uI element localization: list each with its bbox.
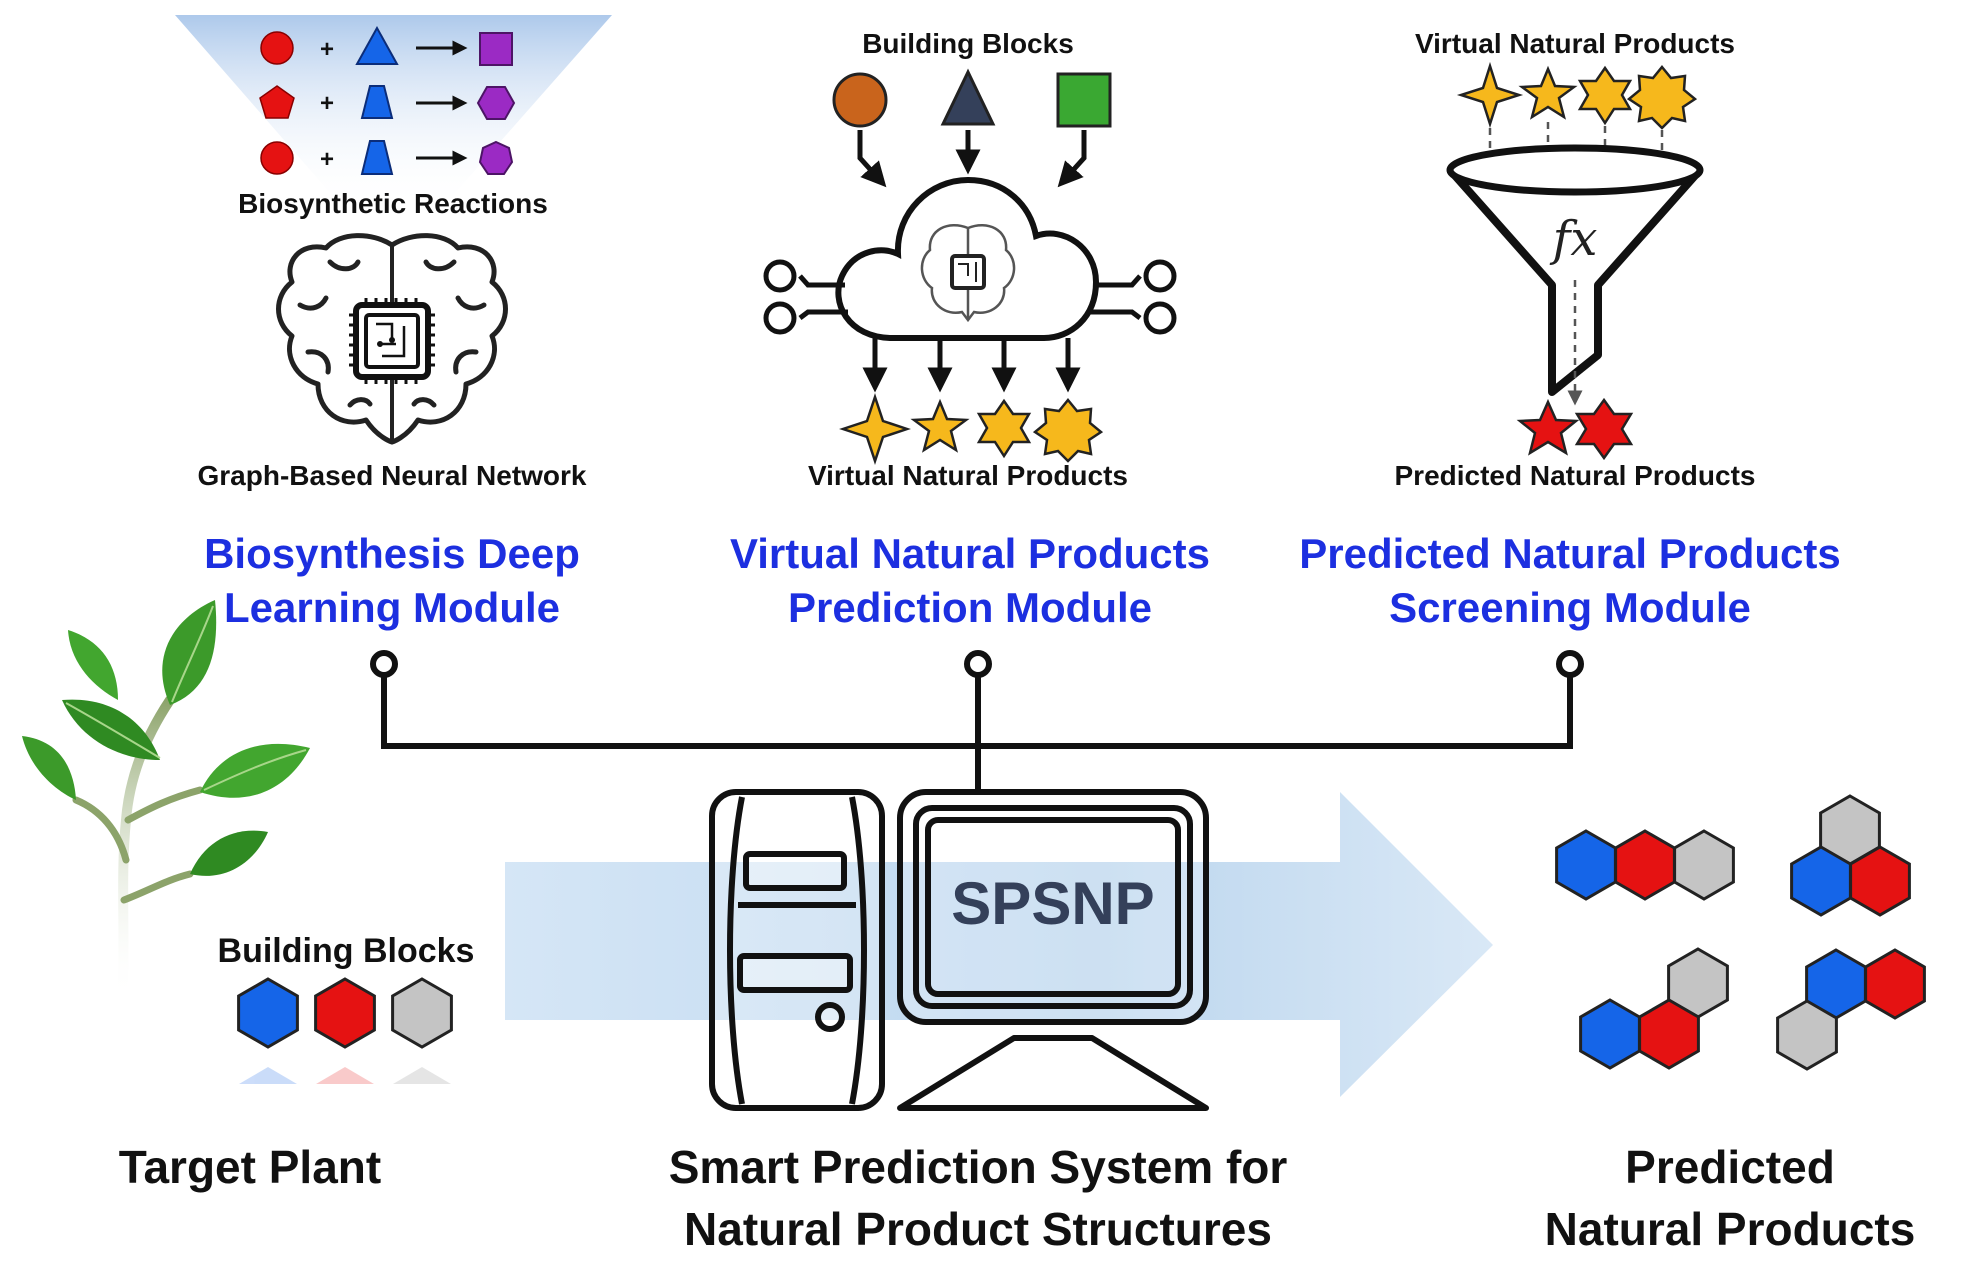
biosynthesis-module-graphic: + + +	[175, 15, 612, 445]
leaf	[22, 736, 76, 800]
predicted-products-label: Predicted Natural Products	[1394, 460, 1756, 491]
system-title-line1: Smart Prediction System for	[668, 1141, 1288, 1193]
leaf	[68, 630, 118, 700]
cpu-chip-icon	[349, 298, 435, 384]
red-pentagon-icon	[259, 85, 295, 119]
red-circle-icon	[260, 31, 294, 65]
red-hexagon-icon	[314, 977, 376, 1049]
leaf	[190, 830, 268, 876]
prediction-module-title-line2: Prediction Module	[787, 584, 1152, 631]
flow-arrow	[505, 792, 1493, 1097]
spsnp-screen-label: SPSNP	[951, 870, 1154, 937]
biosynthesis-module-title-line1: Biosynthesis Deep	[204, 530, 580, 577]
red-circle-icon	[260, 141, 294, 175]
red-six-point-star-icon	[1574, 397, 1634, 461]
virtual-products-output-label: Virtual Natural Products	[807, 460, 1128, 491]
plant-icon	[22, 600, 310, 1005]
blue-triangle-icon	[355, 25, 399, 65]
grey-hexagon-icon	[391, 977, 453, 1049]
predicted-product-cluster-3	[1579, 947, 1729, 1070]
cloud-brain-chip-icon	[920, 223, 1016, 323]
module-connector	[370, 650, 1584, 792]
predicted-products-title-line1: Predicted	[1625, 1141, 1835, 1193]
screening-module-title-line1: Predicted Natural Products	[1299, 530, 1841, 577]
four-point-star-icon	[1456, 61, 1524, 129]
purple-heptagon-icon	[478, 140, 514, 175]
monitor-icon	[897, 789, 1209, 1111]
green-square-block-icon	[1056, 72, 1112, 128]
gold-six-point-star-icon	[1577, 65, 1633, 126]
biosynthesis-module-title-line2: Learning Module	[224, 584, 560, 631]
graph-neural-network-label: Graph-Based Neural Network	[197, 460, 587, 491]
gold-star-icon	[1518, 65, 1578, 120]
predicted-products-title-line2: Natural Products	[1544, 1203, 1916, 1255]
predicted-product-cluster-4	[1776, 948, 1926, 1071]
four-point-star-icon	[839, 393, 911, 465]
gold-star-icon	[910, 398, 970, 453]
svg-text:+: +	[320, 90, 334, 117]
plant-building-blocks-label: Building Blocks	[217, 932, 475, 970]
building-blocks-label: Building Blocks	[862, 28, 1074, 59]
orange-circle-block-icon	[832, 72, 888, 128]
virtual-products-input-label: Virtual Natural Products	[1414, 28, 1735, 59]
biosynthetic-reactions-label: Biosynthetic Reactions	[238, 188, 548, 219]
blue-trapezoid-icon	[360, 140, 394, 175]
predicted-product-cluster-2	[1790, 794, 1911, 917]
function-symbol: fx	[1550, 211, 1598, 267]
leaf	[162, 600, 217, 705]
gold-six-point-star-icon	[976, 398, 1032, 459]
svg-text:+: +	[320, 146, 334, 173]
predicted-product-cluster-1	[1555, 829, 1735, 901]
red-star-icon	[1516, 398, 1580, 456]
leaf	[200, 743, 310, 798]
plant-building-blocks	[237, 977, 453, 1084]
server-tower-icon	[709, 789, 885, 1111]
svg-text:+: +	[320, 36, 334, 63]
purple-hexagon-icon	[476, 86, 516, 120]
gold-seven-point-star-icon	[1032, 398, 1104, 463]
purple-square-icon	[479, 32, 513, 66]
blue-trapezoid-icon	[360, 85, 394, 119]
target-plant-title: Target Plant	[118, 1141, 382, 1193]
io-connectors	[763, 259, 1177, 335]
gold-seven-point-star-icon	[1626, 65, 1698, 130]
screening-module-title-line2: Screening Module	[1389, 584, 1751, 631]
blue-hexagon-icon	[237, 977, 299, 1049]
funnel-rim	[1446, 144, 1704, 196]
system-title-line2: Natural Product Structures	[684, 1203, 1272, 1255]
reaction-cone	[175, 15, 612, 210]
prediction-module-graphic	[763, 68, 1177, 465]
navy-triangle-block-icon	[940, 68, 996, 126]
screening-module-graphic: fx	[1446, 61, 1704, 461]
prediction-module-title-line1: Virtual Natural Products	[729, 530, 1210, 577]
